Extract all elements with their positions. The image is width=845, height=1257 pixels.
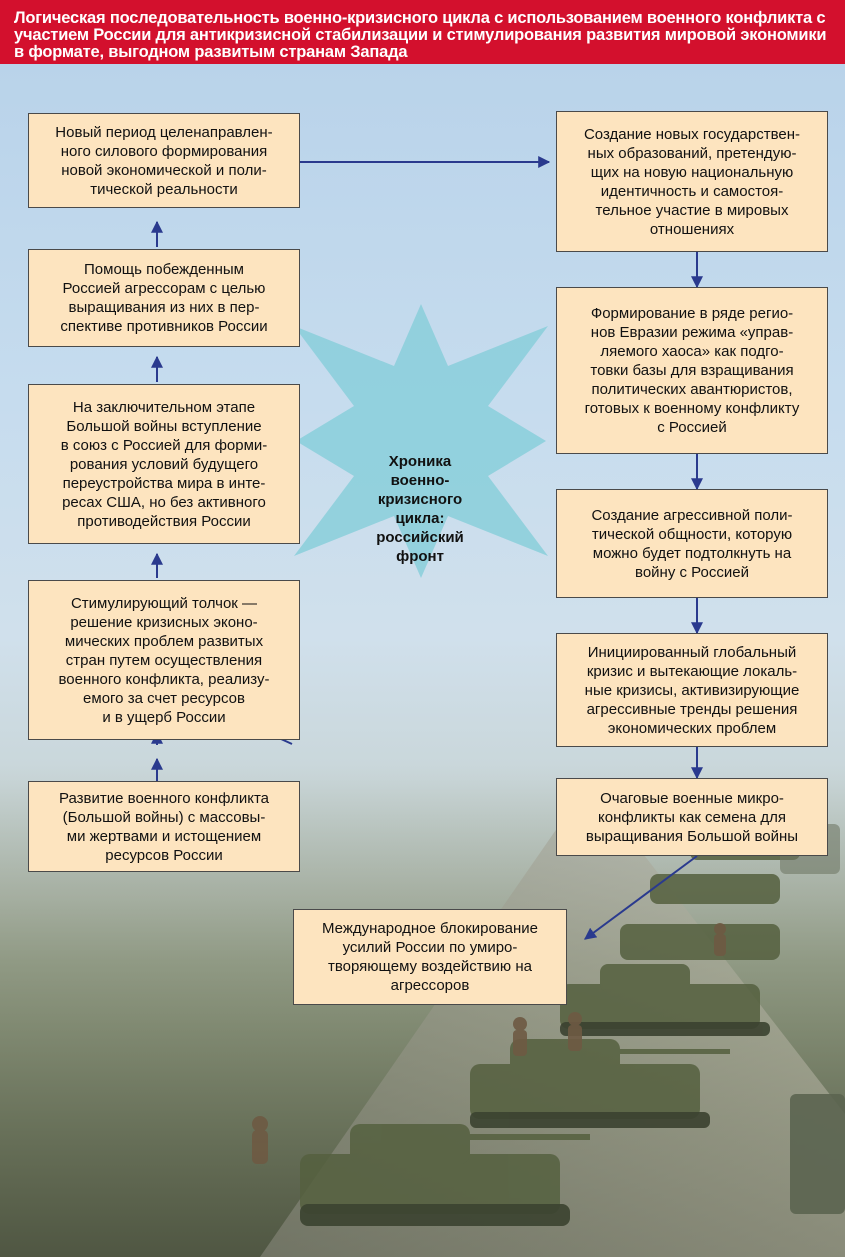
box-international-blocking: Международное блокирование усилий России… (293, 909, 567, 1005)
center-label: Хроника военно- кризисного цикла: россий… (376, 453, 464, 565)
box-new-states: Создание новых государствен- ных образов… (556, 111, 828, 252)
box-aggressive-community: Создание агрессивной поли- тической общн… (556, 489, 828, 598)
box-final-stage: На заключительном этапе Большой войны вс… (28, 384, 300, 544)
box-micro-conflicts: Очаговые военные микро- конфликты как се… (556, 778, 828, 856)
box-big-war: Развитие военного конфликта (Большой вой… (28, 781, 300, 872)
box-managed-chaos: Формирование в ряде регио- нов Евразии р… (556, 287, 828, 454)
box-help-defeated: Помощь побежденным Россией агрессорам с … (28, 249, 300, 347)
box-stimulating-push: Стимулирующий толчок — решение кризисных… (28, 580, 300, 740)
center-star-shape (294, 304, 548, 578)
diagram-panel: Хроника военно- кризисного цикла: россий… (0, 64, 845, 1257)
arrow-micro-to-blocking (584, 855, 698, 940)
box-new-period: Новый период целенаправлен- ного силовог… (28, 113, 300, 208)
box-global-crisis: Инициированный глобальный кризис и вытек… (556, 633, 828, 747)
header-title: Логическая последовательность военно-кри… (0, 0, 845, 64)
